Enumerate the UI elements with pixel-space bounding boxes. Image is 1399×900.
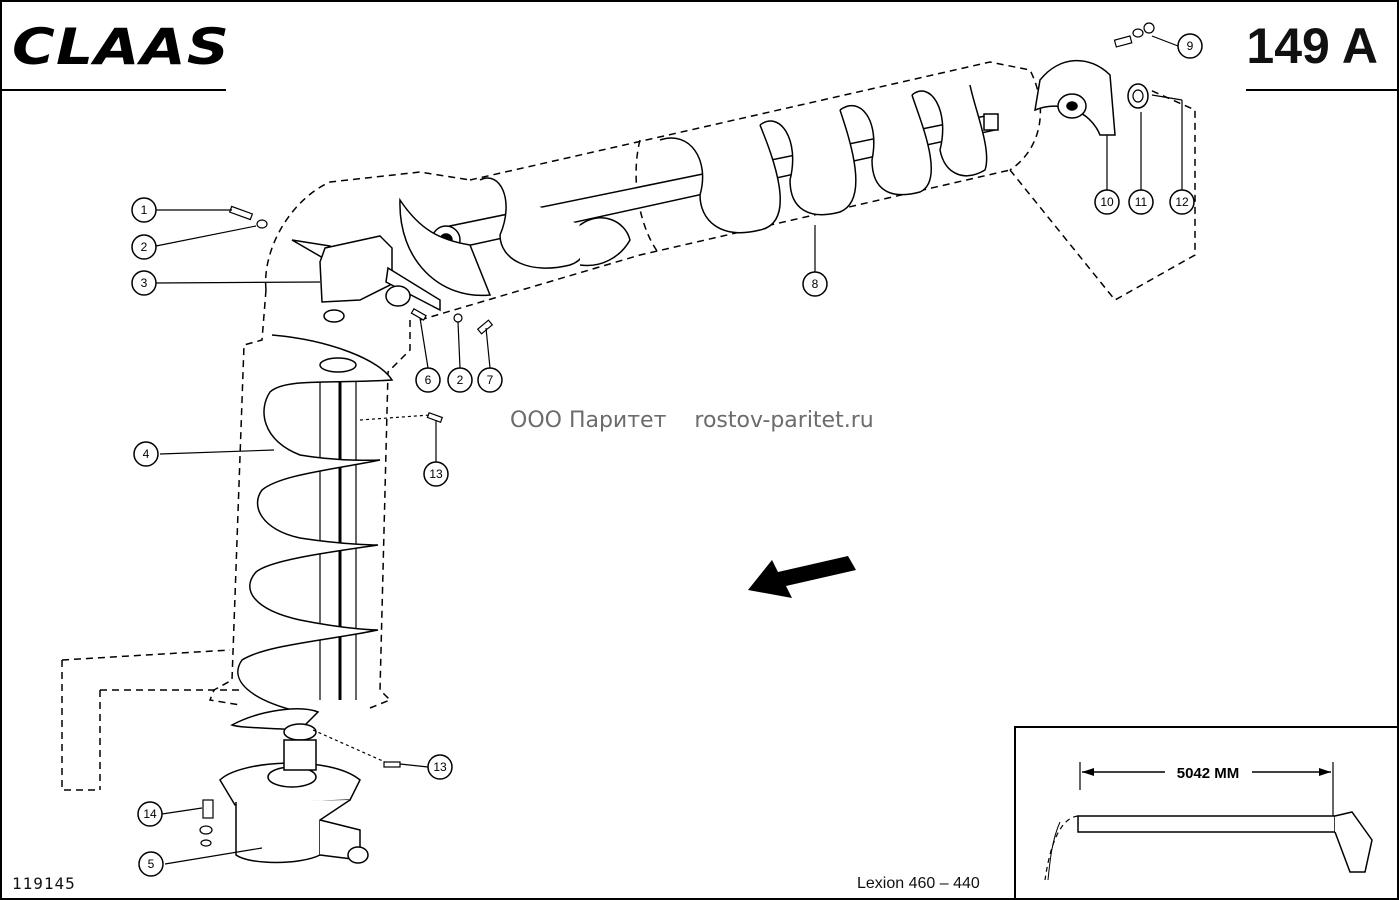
watermark-site: rostov-paritet.ru	[694, 408, 874, 433]
callout-label: 8	[812, 277, 819, 291]
callout-3	[131, 270, 157, 296]
callout-9	[1177, 33, 1203, 59]
callout-1	[131, 197, 157, 223]
callout-markers	[131, 33, 1203, 877]
callout-10	[1094, 189, 1120, 215]
callout-label: 2	[141, 240, 148, 254]
claas-logo: CLAAS	[12, 18, 230, 74]
grease-nipple	[426, 411, 444, 423]
callout-label: 13	[433, 760, 447, 774]
callout-14	[137, 801, 163, 827]
callout-label: 9	[1187, 39, 1194, 53]
page-number: 149 A	[1246, 18, 1378, 74]
callout-label: 13	[429, 467, 443, 481]
elbow-gearbox	[291, 235, 441, 323]
callout-2b	[447, 367, 473, 393]
model-label: Lexion 460 – 440	[857, 875, 980, 892]
callout-2a	[131, 234, 157, 260]
dimension-inset	[1014, 726, 1399, 900]
callout-label: 7	[487, 373, 494, 387]
dimension-label: 5042 MM	[1177, 765, 1240, 782]
brand-wordmark: CLAAS	[12, 18, 230, 74]
pin-bolt	[410, 307, 427, 321]
grease-nipple	[383, 761, 401, 768]
callout-label: 3	[141, 276, 148, 290]
callout-label: 5	[148, 857, 155, 871]
document-number: 119145	[12, 874, 76, 893]
flow-direction-arrow	[748, 556, 856, 598]
vertical-auger-flights	[230, 334, 394, 731]
callout-5	[138, 851, 164, 877]
washer	[256, 219, 268, 229]
vertical-auger-housing	[61, 171, 471, 791]
callout-label: 12	[1175, 195, 1189, 209]
bolt-and-washer	[199, 799, 214, 847]
callout-11	[1128, 189, 1154, 215]
callout-6	[415, 367, 441, 393]
pin-bolt	[228, 205, 254, 221]
callout-label: 6	[425, 373, 432, 387]
bolt-washer-nut	[1113, 22, 1155, 48]
watermark-company: ООО Паритет	[510, 408, 667, 433]
callout-12	[1169, 189, 1195, 215]
callout-13a	[423, 461, 449, 487]
watermark: ООО Паритет rostov-paritet.ru	[510, 408, 874, 433]
bearing-flange	[1034, 59, 1116, 136]
callout-label: 4	[143, 447, 150, 461]
callout-label: 2	[457, 373, 464, 387]
callout-label: 14	[143, 807, 157, 821]
pin-bolt	[476, 319, 494, 335]
callout-label: 10	[1100, 195, 1114, 209]
washer	[453, 313, 463, 323]
bottom-gearbox	[219, 723, 369, 864]
callout-label: 1	[141, 203, 148, 217]
callout-4	[133, 441, 159, 467]
callout-7	[477, 367, 503, 393]
callout-8	[802, 271, 828, 297]
callout-label: 11	[1135, 195, 1148, 209]
horizontal-auger-flights	[399, 84, 988, 297]
callout-13b	[427, 754, 453, 780]
